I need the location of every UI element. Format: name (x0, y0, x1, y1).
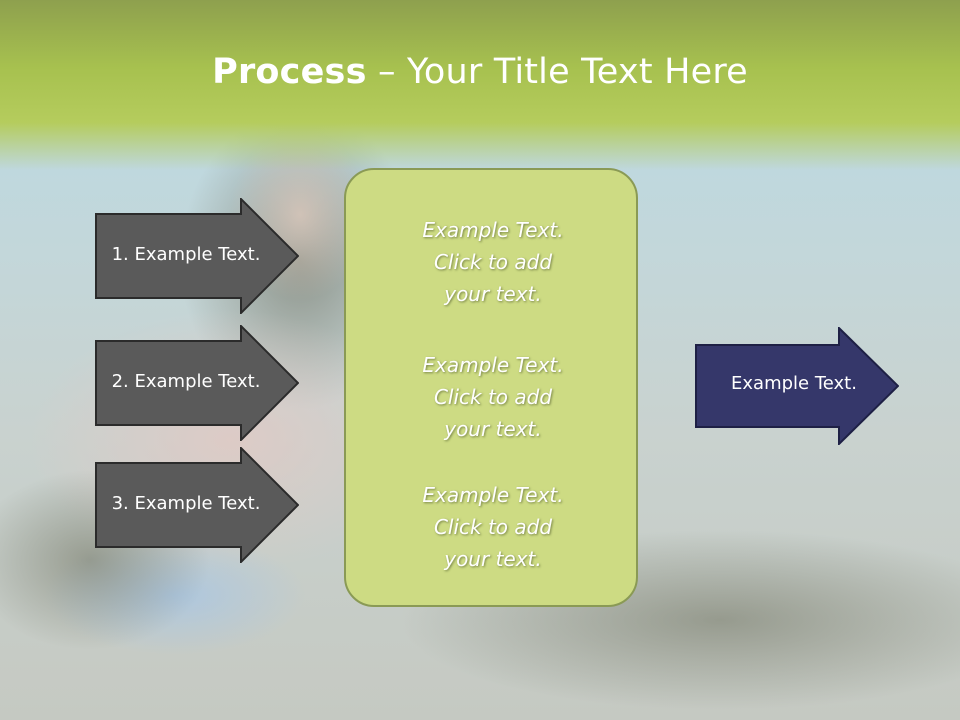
center-text-2-line-1: Example Text. (422, 353, 564, 377)
center-text-1-line-2: Click to add (433, 250, 553, 274)
step-arrow-2-label: 2. Example Text. (111, 371, 261, 392)
page-title: Process – Your Title Text Here (0, 52, 960, 92)
center-text-block-2: Example Text. Click to add your text. (346, 349, 640, 445)
center-text-block-1: Example Text. Click to add your text. (346, 214, 640, 310)
arrow-right-shape-3 (95, 445, 300, 565)
result-arrow-shape (695, 325, 900, 447)
step-arrow-2[interactable]: 2. Example Text. (95, 323, 300, 443)
arrow-right-shape-2 (95, 323, 300, 443)
arrow-right-shape-1 (95, 196, 300, 316)
result-arrow-label: Example Text. (731, 373, 857, 394)
center-text-2-line-2: Click to add (433, 385, 553, 409)
step-arrow-1-label: 1. Example Text. (111, 244, 261, 265)
center-text-box[interactable]: Example Text. Click to add your text. Ex… (344, 168, 638, 607)
center-text-1-line-3: your text. (444, 282, 542, 306)
center-text-1-line-1: Example Text. (422, 218, 564, 242)
title-banner (0, 0, 960, 170)
center-text-2-line-3: your text. (444, 417, 542, 441)
title-bold: Process (212, 52, 367, 92)
step-arrow-1[interactable]: 1. Example Text. (95, 196, 300, 316)
title-rest: – Your Title Text Here (366, 52, 748, 92)
center-text-3-line-3: your text. (444, 547, 542, 571)
step-arrow-3-label: 3. Example Text. (111, 493, 261, 514)
result-arrow[interactable]: Example Text. (695, 325, 900, 447)
center-text-block-3: Example Text. Click to add your text. (346, 479, 640, 575)
step-arrow-3[interactable]: 3. Example Text. (95, 445, 300, 565)
center-text-3-line-2: Click to add (433, 515, 553, 539)
center-text-3-line-1: Example Text. (422, 483, 564, 507)
